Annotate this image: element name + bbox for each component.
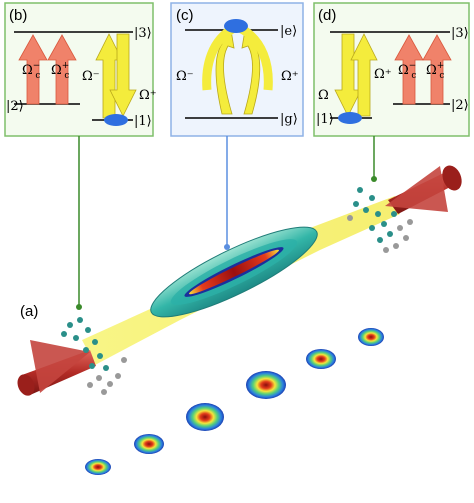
right-laser-back — [442, 165, 462, 191]
left-laser-cone — [30, 340, 90, 393]
probe-minus-arrow-c — [215, 29, 235, 115]
cloud-2 — [134, 434, 164, 454]
cloud-4 — [246, 371, 286, 399]
level-2-label: |2⟩ — [6, 99, 24, 114]
control-plus-arrow-d — [422, 34, 452, 105]
probe-plus-arrow-d — [350, 33, 378, 117]
atomic-ensemble — [150, 226, 318, 318]
control-plus-arrow — [47, 34, 77, 105]
level-g-label: |g⟩ — [280, 112, 298, 127]
probe-minus-curve-c — [202, 24, 237, 91]
level-3-label-d: |3⟩ — [451, 26, 469, 41]
population-dot-d — [338, 112, 362, 124]
panel-a-label: (a) — [20, 303, 38, 320]
probe-label-d: Ω — [318, 88, 329, 103]
control-minus-label-d: Ω−c — [398, 61, 416, 81]
panel-a: (a) — [17, 165, 462, 475]
probe-plus-curve-c — [237, 24, 273, 91]
cloud-3 — [186, 403, 224, 431]
probe-minus-label-c: Ω⁻ — [176, 69, 194, 84]
panel-d-label: (d) — [318, 7, 336, 24]
panel-c-label: (c) — [176, 7, 194, 24]
level-1-label-d: |1⟩ — [316, 112, 334, 127]
left-atom-cluster — [61, 317, 127, 395]
probe-arrow-d — [334, 33, 362, 117]
probe-minus-label: Ω⁻ — [82, 69, 100, 84]
cloud-series — [85, 328, 384, 475]
level-e-label: |e⟩ — [280, 24, 297, 39]
left-laser — [17, 340, 96, 396]
population-dot — [104, 114, 128, 126]
panel-c: (c) |e⟩ |g⟩ Ω⁻ Ω⁺ — [170, 2, 304, 137]
probe-plus-arrow — [109, 33, 137, 117]
control-minus-label: Ω−c — [22, 61, 40, 81]
cloud-1 — [85, 459, 111, 475]
probe-plus-label-d: Ω⁺ — [374, 67, 392, 82]
leader-dot-b — [76, 304, 82, 310]
cloud-5 — [306, 349, 336, 369]
panel-b: (b) |3⟩ |2⟩ |1⟩ Ω−c Ω+c Ω⁻ Ω⁺ — [4, 2, 157, 137]
population-dot-c — [224, 19, 248, 33]
probe-plus-arrow-c — [241, 29, 261, 115]
probe-plus-label: Ω⁺ — [139, 88, 157, 103]
control-plus-label-d: Ω+c — [426, 61, 444, 81]
left-laser-back — [17, 374, 35, 396]
right-laser-cone — [385, 166, 448, 212]
probe-minus-arrow — [95, 33, 123, 119]
leader-dot-d — [371, 176, 377, 182]
panel-b-label: (b) — [9, 7, 27, 24]
spin-wave — [189, 249, 279, 295]
control-minus-arrow-d — [394, 34, 424, 105]
control-minus-arrow — [18, 34, 48, 105]
panel-d: (d) |3⟩ |2⟩ |1⟩ Ω Ω⁺ Ω−c Ω+c — [313, 2, 470, 137]
leader-dot-c — [224, 244, 230, 250]
right-laser — [385, 165, 462, 214]
control-plus-label: Ω+c — [51, 61, 69, 81]
level-1-label: |1⟩ — [134, 114, 152, 129]
cloud-6 — [358, 328, 384, 346]
right-atom-cluster — [347, 187, 413, 253]
level-2-label-d: |2⟩ — [451, 98, 469, 113]
level-3-label: |3⟩ — [134, 26, 152, 41]
probe-plus-label-c: Ω⁺ — [281, 69, 299, 84]
